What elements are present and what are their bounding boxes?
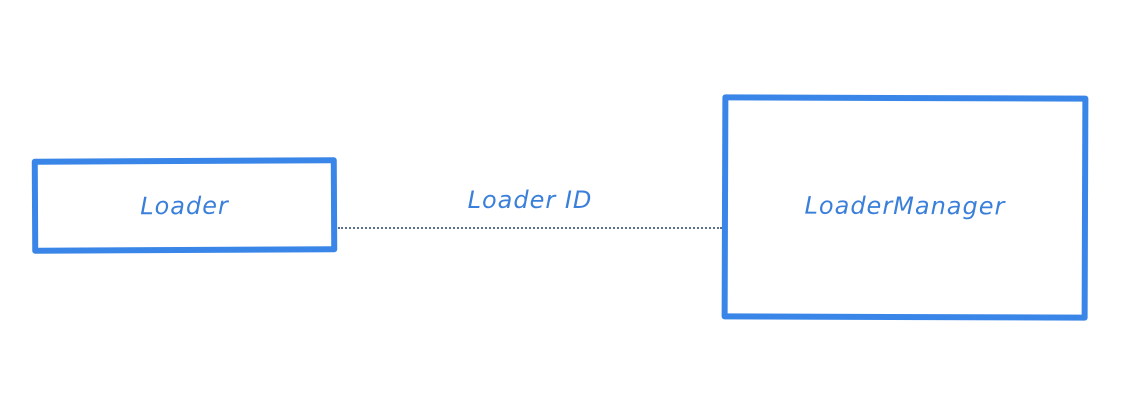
loader-manager-node: LoaderManager [721,94,1089,321]
loader-manager-node-label: LoaderManager [804,191,1006,220]
loader-id-connector [338,227,722,229]
loader-node-label: Loader [140,191,229,220]
loader-id-edge-label: Loader ID [467,186,593,214]
loader-node: Loader [31,157,338,254]
